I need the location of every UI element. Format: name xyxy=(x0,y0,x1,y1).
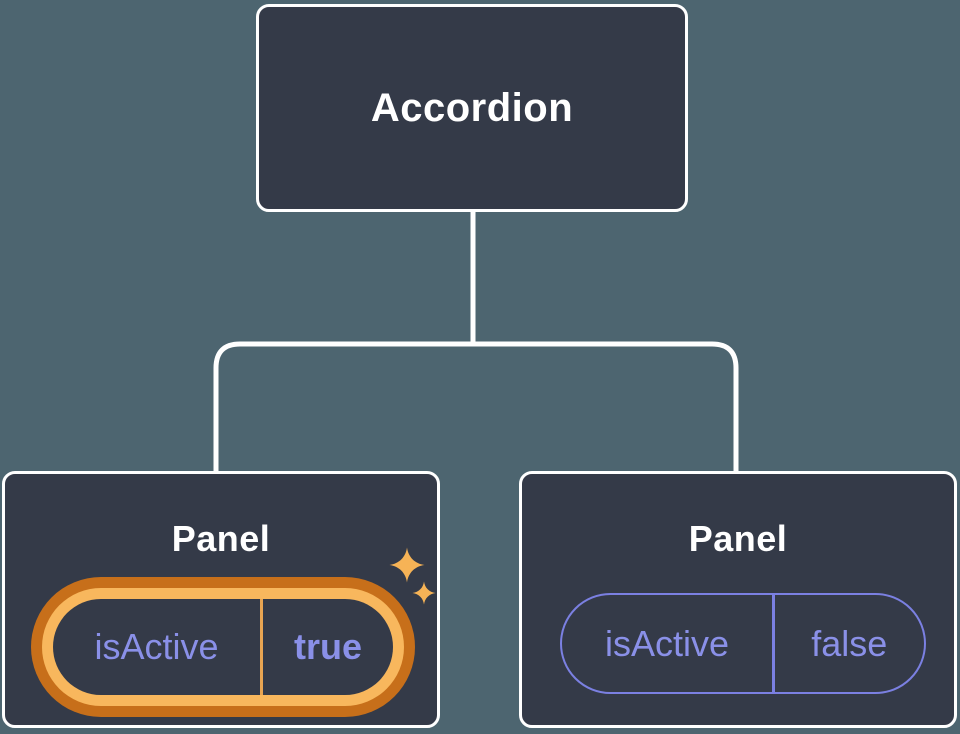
pill-divider-inactive xyxy=(772,595,775,692)
state-pill-inactive: isActive false xyxy=(560,593,926,694)
panel-inactive-label: Panel xyxy=(688,518,788,559)
node-accordion-label: Accordion xyxy=(370,85,574,130)
state-value-inactive: false xyxy=(811,622,888,664)
state-pill-active-ring: isActive true xyxy=(42,588,404,706)
panel-active-label: Panel xyxy=(171,518,271,559)
node-panel-active: Panel isActive true xyxy=(2,471,440,728)
sparkles-icon xyxy=(389,547,436,605)
state-key-active: isActive xyxy=(94,626,219,667)
state-key-inactive: isActive xyxy=(604,622,730,664)
state-value-active: true xyxy=(293,626,362,667)
state-pill-active: isActive true xyxy=(53,599,393,695)
pill-divider-active xyxy=(260,599,263,695)
node-accordion: Accordion xyxy=(256,4,688,212)
node-panel-inactive: Panel isActive false xyxy=(519,471,957,728)
state-pill-active-highlight: isActive true xyxy=(31,577,415,717)
